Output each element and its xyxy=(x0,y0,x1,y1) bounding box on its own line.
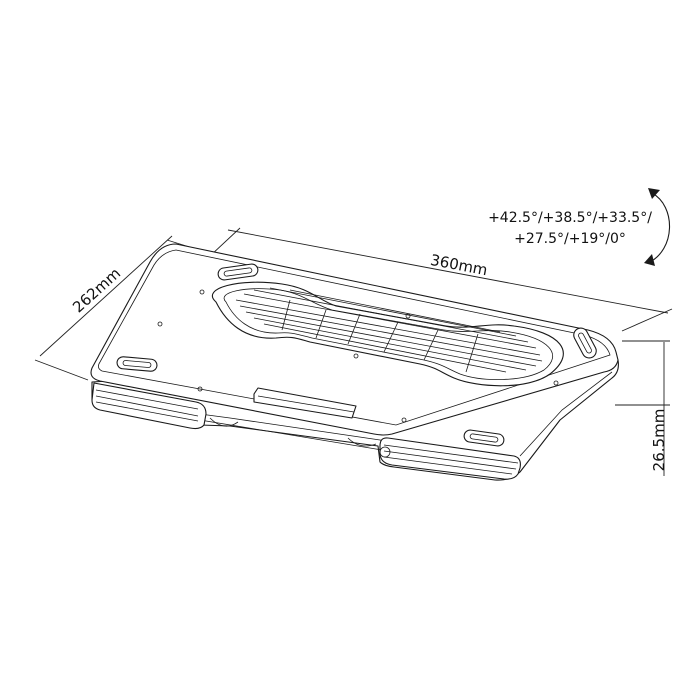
pad-front-right xyxy=(463,429,505,447)
dimension-height: 26.5mm xyxy=(615,340,670,476)
depth-label: 262mm xyxy=(69,264,124,316)
height-label: 26.5mm xyxy=(650,409,668,472)
vent-slats xyxy=(235,287,543,373)
screws xyxy=(157,289,559,423)
vent-area xyxy=(211,281,564,387)
right-hinge xyxy=(379,437,521,480)
tilt-angles-line1: +42.5°/+38.5°/+33.5°/ xyxy=(488,210,652,226)
tilt-angles-line2: +27.5°/+19°/0° xyxy=(514,231,626,247)
tilt-angles: +42.5°/+38.5°/+33.5°/ +27.5°/+19°/0° xyxy=(488,188,671,266)
anti-slip-pads xyxy=(116,263,597,447)
pad-back-left xyxy=(217,263,259,281)
rotation-arrow-icon xyxy=(644,188,671,266)
laptop-stand xyxy=(90,243,619,481)
width-label: 360mm xyxy=(429,251,489,279)
pad-back-right xyxy=(573,327,597,359)
pad-front-left xyxy=(116,356,158,372)
